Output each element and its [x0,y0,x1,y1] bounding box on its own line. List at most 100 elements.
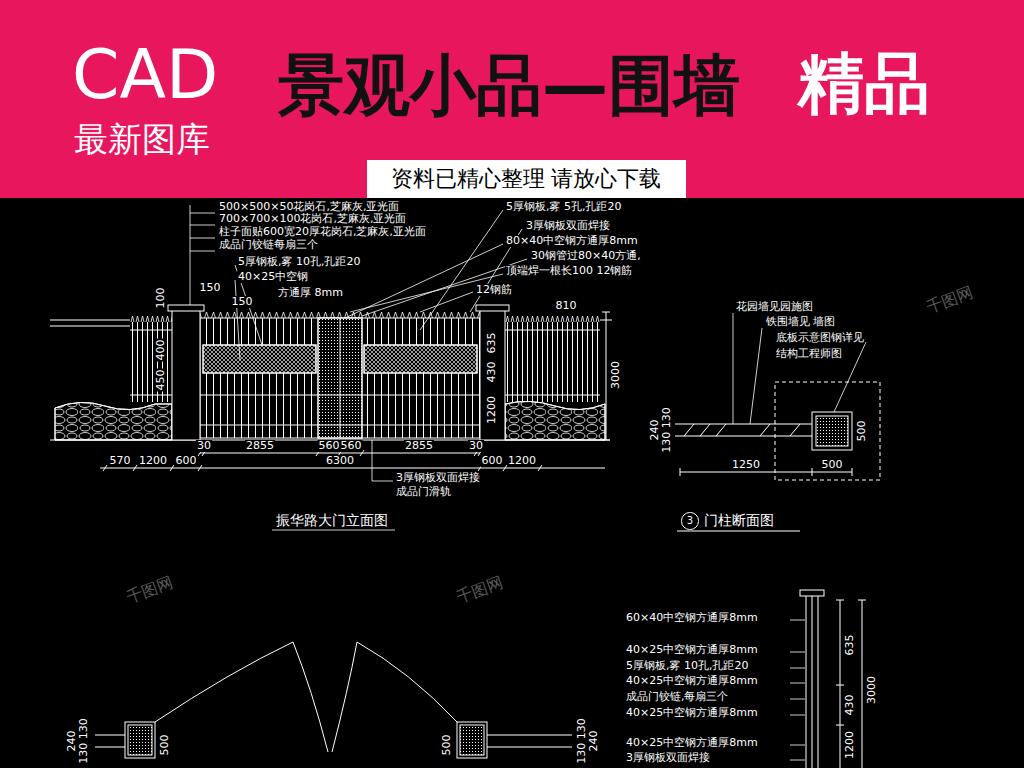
post-detail [806,596,818,768]
leader-line [272,530,395,531]
dimension-text: 2855 [245,440,275,452]
dimension-text: 100 [155,287,167,310]
callout-note: 底板示意图钢详见 [775,332,865,344]
dimension-text: 430 [486,361,498,384]
callout-note: 30钢管过80×40方通, [530,250,642,262]
gate-elevation [602,312,610,440]
leader-line [190,205,527,530]
callout-note: 铁围墙见 墙图 [765,316,837,328]
callout-circle: 3 [681,512,699,530]
dimension-text: 240 [66,730,78,753]
dimension-text: 500 [856,420,868,443]
dimension-text: 500 [159,734,171,757]
gate-elevation [480,310,505,440]
gate-elevation [364,345,477,373]
callout-note: 5厚钢板,雾 10孔,孔距20 [625,660,749,672]
gate-plan [128,725,152,755]
gate-elevation [364,345,477,373]
callout-note: 40×25中空钢方通厚8mm [625,707,759,719]
gate-plan [332,642,457,752]
dimension-text: 570 [109,455,132,467]
callout-note: 顶端焊一根长100 12钢筋 [505,265,634,277]
callout-note: 40×25中空钢方通厚8mm [625,737,759,749]
dimension-text: 1200 [507,455,537,467]
dimension-text: 1200 [486,395,498,425]
gate-elevation [168,305,204,311]
dimension-text: 150 [231,296,254,308]
gate-plan [457,722,487,758]
post-detail [800,590,824,596]
callout-number: 3 [687,515,693,527]
callout-note: 3厚钢板双面焊接 [525,220,611,232]
dimension-text: 6300 [325,455,355,467]
callout-note: 结构工程师图 [775,348,843,360]
callout-note: 柱子面贴600宽20厚花岗石,芝麻灰,亚光面 [218,226,427,238]
dimension-text: 3000 [866,675,878,705]
dimension-text: 430 [844,694,856,717]
post-section [812,412,852,450]
dimension-text: 635 [844,634,856,657]
callout-note: 12钢筋 [475,284,513,296]
post-section [733,313,866,424]
callout-note: 80×40中空钢方通厚8mm [505,235,639,247]
post-section [775,382,880,480]
dimension-text: 240 [588,730,600,753]
gate-elevation [200,318,480,438]
gate-elevation [203,345,316,373]
post-detail [790,620,805,760]
dimension-text: 500 [441,734,453,757]
gate-plan [95,642,572,758]
post-detail [836,600,866,768]
post-detail [790,590,866,768]
dimension-text: 1200 [844,730,856,760]
gate-elevation [55,402,172,440]
dimension-text: 150 [199,282,222,294]
callout-note: 60×40中空钢方通厚8mm [625,612,759,624]
callout-note: 方通厚 8mm [277,287,344,299]
callout-note: 500×500×50花岗石,芝麻灰,亚光面 [218,201,400,213]
watermark: 千图网 [454,574,505,607]
gate-elevation [130,322,172,402]
dimension-text: 400 [155,339,167,362]
gate-elevation [505,401,605,440]
callout-note: 5厚钢板,雾 10孔,孔距20 [237,256,361,268]
leader-line [372,440,393,481]
gate-elevation [130,330,172,395]
gate-elevation [172,310,200,440]
dimension-text: 600 [175,455,198,467]
callout-note: 700×700×100花岗石,芝麻灰,亚光面 [218,213,407,225]
gate-elevation [50,305,612,471]
gate-elevation [505,401,605,440]
callout-note: 成品门滑轨 [395,486,452,498]
banner-word: 精品 [798,48,930,121]
gate-elevation [200,312,480,318]
dimension-text: 500 [821,459,844,471]
dimension-text: 560 [318,440,341,452]
callout-note: 5厚钢板,雾 5孔,孔距20 [505,201,622,213]
post-section [675,313,880,531]
callout-note: 40×25中空钢 [237,271,309,283]
dimension-text: 560 [340,440,363,452]
dimension-text: 240 [649,419,661,442]
callout-note: 成品门铰链,每扇三个 [625,691,730,703]
watermark: 千图网 [924,284,975,317]
dimension-text: 30 [468,440,484,452]
gate-elevation [505,322,600,402]
note-text: 资料已精心整理 请放心下载 [391,166,662,191]
drawing-title: 振华路大门立面图 [275,513,389,528]
post-section [816,416,848,446]
gate-plan [460,725,484,755]
watermark: 千图网 [124,574,175,607]
post-section [677,531,800,532]
dimension-text: 1200 [138,455,168,467]
callout-note: 40×25中空钢方通厚8mm [625,675,759,687]
dimension-text: 450 [155,369,167,392]
gate-elevation [200,318,480,438]
dimension-text: 30 [196,440,212,452]
dimension-text: 130 130 [576,717,588,765]
gate-elevation [130,316,172,322]
header-text: CAD [72,36,218,114]
dimension-text: 600 [481,455,504,467]
dimension-text: 3000 [610,360,622,390]
